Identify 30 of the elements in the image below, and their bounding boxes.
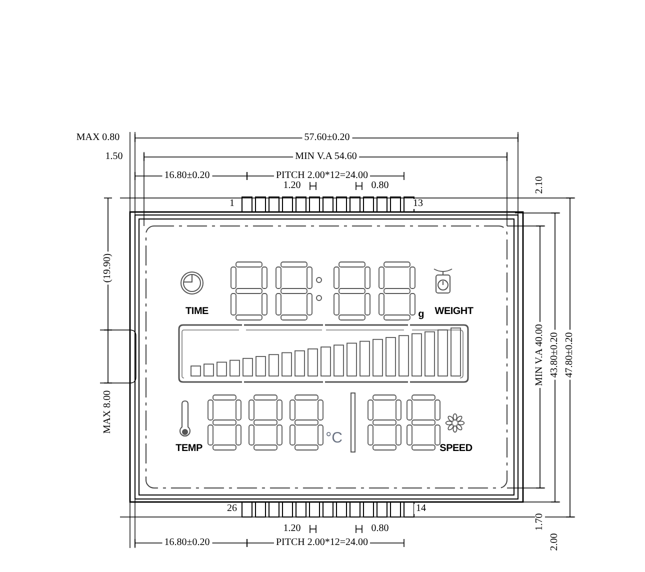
dimension-label: 47.80±0.20: [565, 330, 575, 380]
dimension-label: MAX 8.00: [103, 388, 113, 436]
dimension-label: 1.50: [103, 152, 125, 162]
pin-number: 26: [225, 504, 239, 514]
dimension-label: 43.80±0.20: [550, 330, 560, 380]
segment-label: WEIGHT: [434, 307, 474, 317]
pin-number: 1: [228, 199, 236, 209]
segment-label: SPEED: [440, 444, 472, 454]
dimension-label: 16.80±0.20: [162, 538, 212, 548]
segment-label: g: [418, 310, 424, 320]
unit-label: °C: [326, 430, 342, 446]
dimension-label: PITCH 2.00*12=24.00: [274, 171, 370, 181]
dimension-label: MIN V.A 54.60: [293, 152, 359, 162]
dimension-label: 2.00: [550, 531, 560, 553]
segment-label: TIME: [186, 307, 208, 317]
dimension-label: 57.60±0.20: [302, 133, 352, 143]
pin-number: 13: [411, 199, 425, 209]
pin-number: 14: [414, 504, 428, 514]
dimension-label: MAX 0.80: [74, 133, 122, 143]
dimension-label: 1.20: [281, 524, 303, 534]
dimension-label: 16.80±0.20: [162, 171, 212, 181]
segment-label: TEMP: [176, 444, 202, 454]
dimension-label: 1.20: [281, 181, 303, 191]
dimension-label: PITCH 2.00*12=24.00: [274, 538, 370, 548]
dimension-label: (19.90): [103, 251, 113, 285]
dimension-label: MIN V.A 40.00: [535, 322, 545, 388]
dimension-label: 2.10: [535, 174, 545, 196]
dimension-label: 0.80: [369, 524, 391, 534]
dimension-label: 0.80: [369, 181, 391, 191]
dimension-label: 1.70: [535, 511, 545, 533]
